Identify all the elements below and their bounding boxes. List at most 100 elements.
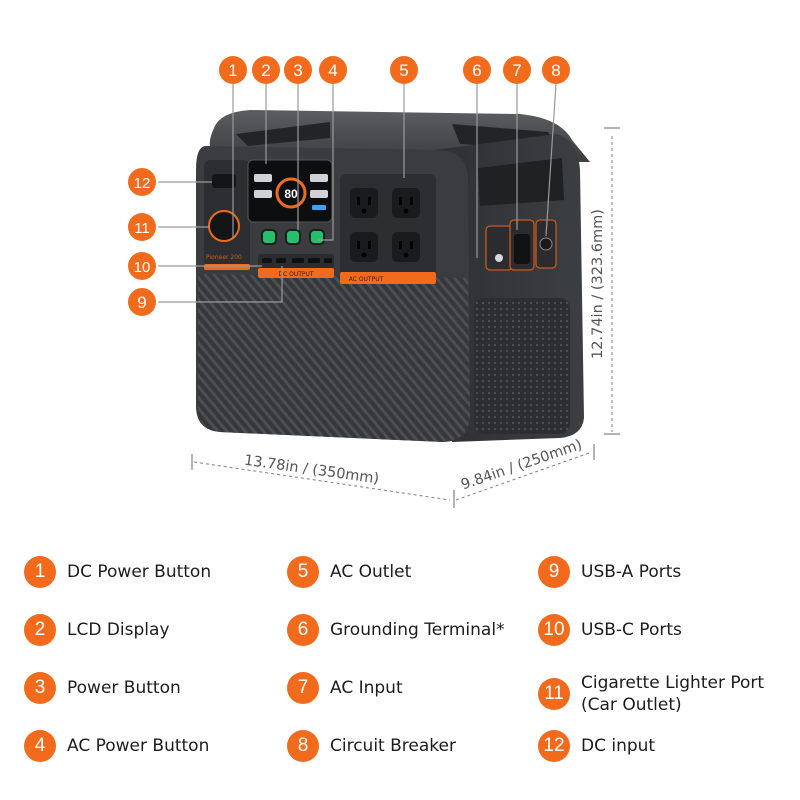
height-dimension-label: 12.74in / (323.6mm) <box>590 209 606 359</box>
callout-legend: 1 DC Power Button 2 LCD Display 3 Power Butto… <box>0 540 800 800</box>
callout-badge-number: 5 <box>399 61 408 80</box>
legend-label: DC Power Button <box>67 561 211 583</box>
callout-badge-number: 8 <box>551 61 560 80</box>
callout-badge-number: 11 <box>134 220 150 237</box>
callout-badge-circle <box>128 288 156 316</box>
legend-item-1: 1 DC Power Button <box>24 556 211 588</box>
legend-label-line: AC Outlet <box>330 562 412 582</box>
legend-label-line: Cigarette Lighter Port <box>581 673 765 693</box>
callout-badge-8: 8 <box>542 56 570 84</box>
callout-badge-number: 9 <box>137 293 146 312</box>
grounding-terminal-panel <box>485 225 513 271</box>
callout-badge-circle <box>128 168 156 196</box>
legend-label: AC Input <box>330 677 403 699</box>
legend-badge: 1 <box>24 556 56 588</box>
callout-badge-2: 2 <box>252 56 280 84</box>
callout-badge-11: 11 <box>128 213 156 241</box>
usb-c-port <box>262 258 272 263</box>
legend-item-10: 10 USB-C Ports <box>538 614 682 646</box>
legend-label: USB-A Ports <box>581 561 681 583</box>
legend-label: Power Button <box>67 677 181 699</box>
callout-badge-7: 7 <box>503 56 531 84</box>
legend-item-3: 3 Power Button <box>24 672 181 704</box>
callout-badge-circle <box>542 56 570 84</box>
callout-badge-circle <box>463 56 491 84</box>
lcd-segment <box>310 174 328 182</box>
leader-line-9 <box>158 266 283 303</box>
callout-badge-circle <box>252 56 280 84</box>
callout-badge-number: 6 <box>472 61 481 80</box>
usb-a-port <box>292 258 304 263</box>
dc-input-port <box>212 174 236 188</box>
legend-label-line: Circuit Breaker <box>330 736 456 756</box>
top-handle-left <box>236 122 330 146</box>
legend-badge: 2 <box>24 614 56 646</box>
legend-badge: 4 <box>24 730 56 762</box>
callout-badge-circle <box>390 56 418 84</box>
legend-label-line: USB-A Ports <box>581 562 682 582</box>
callout-badge-number: 1 <box>228 61 237 80</box>
legend-label-line: Grounding Terminal* <box>330 620 505 640</box>
callout-badge-1: 1 <box>219 56 247 84</box>
legend-item-5: 5 AC Outlet <box>287 556 411 588</box>
callout-badge-circle <box>503 56 531 84</box>
legend-label-line: DC Power Button <box>67 562 212 582</box>
legend-badge: 8 <box>287 730 319 762</box>
dc-power-button[interactable] <box>261 229 277 245</box>
callout-badge-number: 2 <box>261 61 270 80</box>
callout-badge-number: 4 <box>328 61 337 80</box>
circuit-breaker <box>539 237 553 251</box>
lcd-segment <box>310 190 328 198</box>
width-dimension-line <box>193 461 451 501</box>
legend-item-4: 4 AC Power Button <box>24 730 209 762</box>
legend-label: LCD Display <box>67 619 170 641</box>
legend-badge: 5 <box>287 556 319 588</box>
usb-c-port <box>276 258 286 263</box>
callout-badge-circle <box>219 56 247 84</box>
ac-outlet-4 <box>392 232 420 262</box>
callout-badge-9: 9 <box>128 288 156 316</box>
legend-label-line: AC Input <box>330 678 403 698</box>
dimension-lines <box>193 136 613 501</box>
callout-badge-number: 3 <box>293 61 302 80</box>
side-vent-grille <box>474 298 570 434</box>
legend-badge: 9 <box>538 556 570 588</box>
ac-outlet-2 <box>392 188 420 218</box>
depth-dimension-label: 9.84in / (250mm) <box>459 437 584 493</box>
usb-a-port <box>324 258 332 263</box>
callout-badge-5: 5 <box>390 56 418 84</box>
width-dimension-label: 13.78in / (350mm) <box>243 453 380 488</box>
legend-label: Circuit Breaker <box>330 735 456 757</box>
power-button[interactable] <box>285 229 301 245</box>
legend-label: AC Outlet <box>330 561 411 583</box>
leader-line-8 <box>545 83 557 237</box>
callout-badge-circle <box>284 56 312 84</box>
legend-label-line: Power Button <box>67 678 181 698</box>
callout-badge-circle <box>319 56 347 84</box>
legend-label: AC Power Button <box>67 735 209 757</box>
callout-badge-4: 4 <box>319 56 347 84</box>
lcd-segment <box>254 174 272 182</box>
ac-output-label: AC OUTPUT <box>349 276 384 283</box>
legend-label-line: USB-C Ports <box>581 620 682 640</box>
ac-output-bar <box>340 272 436 284</box>
ac-power-button[interactable] <box>309 229 325 245</box>
callout-badge-6: 6 <box>463 56 491 84</box>
power-station-device: Pioneer 200 80 DC OUTPUT <box>196 110 590 442</box>
power-station-diagram: Pioneer 200 80 DC OUTPUT <box>128 56 620 508</box>
left-accent-bar <box>204 264 250 270</box>
callout-badge-number: 12 <box>134 175 151 192</box>
usb-a-port <box>308 258 320 263</box>
legend-label: Grounding Terminal* <box>330 619 505 641</box>
lcd-indicator <box>312 205 326 210</box>
legend-item-8: 8 Circuit Breaker <box>287 730 456 762</box>
cigarette-lighter-port <box>208 210 240 242</box>
legend-badge: 3 <box>24 672 56 704</box>
legend-badge: 10 <box>538 614 570 646</box>
legend-item-2: 2 LCD Display <box>24 614 170 646</box>
front-grille <box>198 274 470 442</box>
